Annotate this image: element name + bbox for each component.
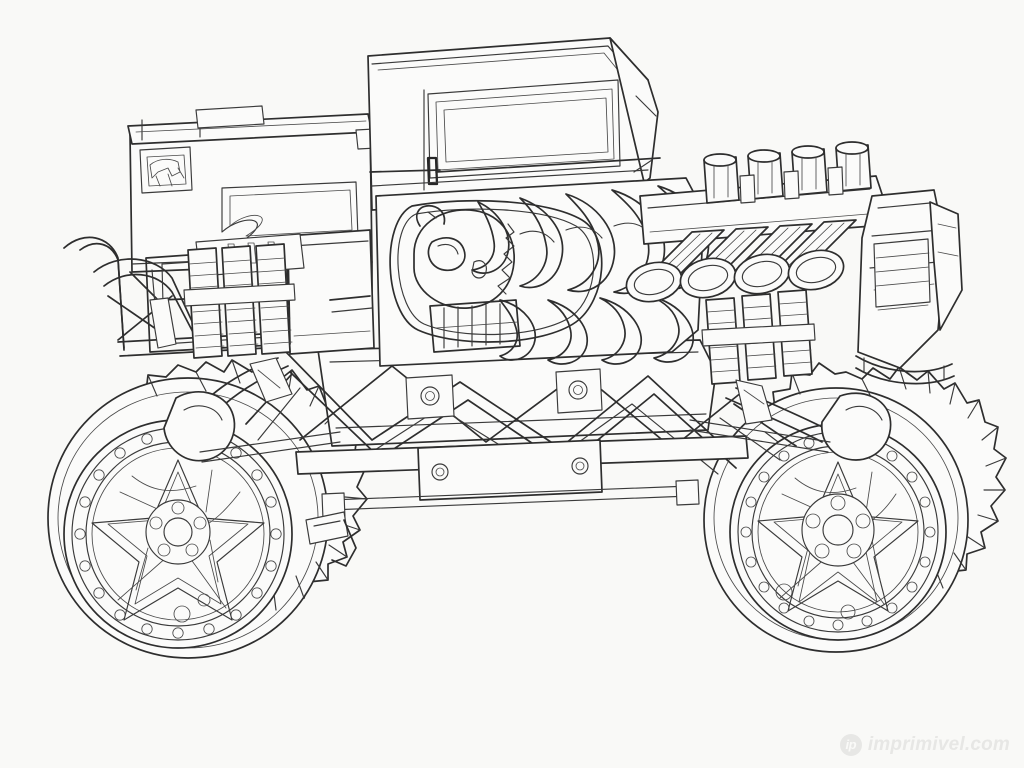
chassis xyxy=(285,339,749,520)
cab xyxy=(367,37,661,211)
side-skirt xyxy=(149,295,373,349)
left-wheel xyxy=(63,419,293,649)
exhaust-headers xyxy=(625,219,857,303)
exhaust-outlets xyxy=(625,249,845,303)
suspension-arms xyxy=(163,357,892,463)
engine-assembly xyxy=(625,141,887,303)
cargo-bed xyxy=(127,105,413,301)
right-wheel-lug-nuts xyxy=(805,495,871,559)
right-wheel xyxy=(729,423,947,641)
rear-link xyxy=(305,511,357,567)
left-wheel-lug-nuts xyxy=(149,501,207,557)
front-shocks xyxy=(701,289,816,385)
skull-teeth xyxy=(443,303,501,349)
front-fender xyxy=(855,189,963,385)
skull-graphic xyxy=(413,204,521,353)
exhaust-stacks xyxy=(703,141,872,204)
rear-shocks xyxy=(183,233,305,359)
bed-decal xyxy=(139,146,193,194)
skid-plate xyxy=(417,439,603,501)
windshield xyxy=(427,79,621,179)
